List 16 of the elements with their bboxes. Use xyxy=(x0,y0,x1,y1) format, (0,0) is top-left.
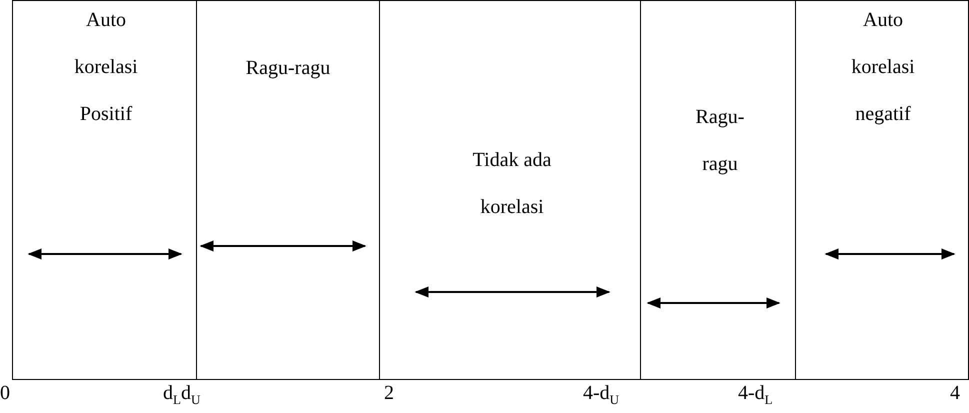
axis-value-label: 2 xyxy=(384,381,394,405)
region-label: Auto korelasi Positif xyxy=(73,8,139,127)
axis-value-label: d$_{L}$d$_{U}$ xyxy=(163,381,200,409)
axis-value-label: 4-d$_{L}$ xyxy=(738,381,773,409)
region-label: Auto korelasi negatif xyxy=(850,8,916,127)
region-column xyxy=(379,0,641,380)
region-column xyxy=(795,0,969,380)
region-column xyxy=(196,0,380,380)
region-label: Tidak ada korelasi xyxy=(472,148,552,220)
region-column xyxy=(12,0,197,380)
region-label: Ragu-ragu xyxy=(244,56,332,81)
region-column xyxy=(640,0,796,380)
axis-value-label: 4-d$_{U}$ xyxy=(583,381,620,409)
axis-value-label: 0 xyxy=(0,381,10,405)
region-label: Ragu- ragu xyxy=(694,105,746,177)
axis-value-label: 4 xyxy=(950,381,960,405)
